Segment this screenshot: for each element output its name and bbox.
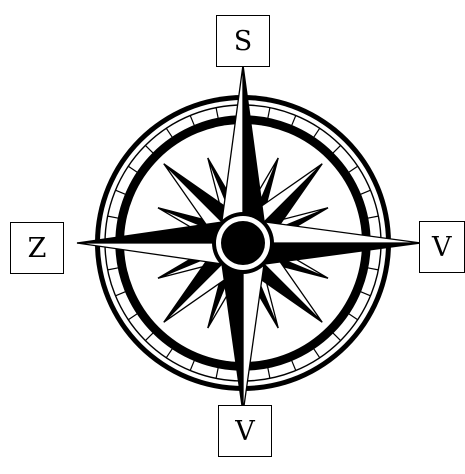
direction-label-right: V	[419, 221, 465, 273]
direction-label-left-text: Z	[28, 235, 47, 262]
direction-label-left: Z	[10, 222, 64, 274]
direction-label-bottom: V	[218, 405, 272, 457]
direction-label-bottom-text: V	[235, 418, 255, 445]
direction-label-right-text: V	[432, 234, 452, 261]
direction-label-top: S	[216, 15, 270, 67]
hub-center	[221, 221, 265, 265]
direction-label-top-text: S	[234, 28, 253, 55]
